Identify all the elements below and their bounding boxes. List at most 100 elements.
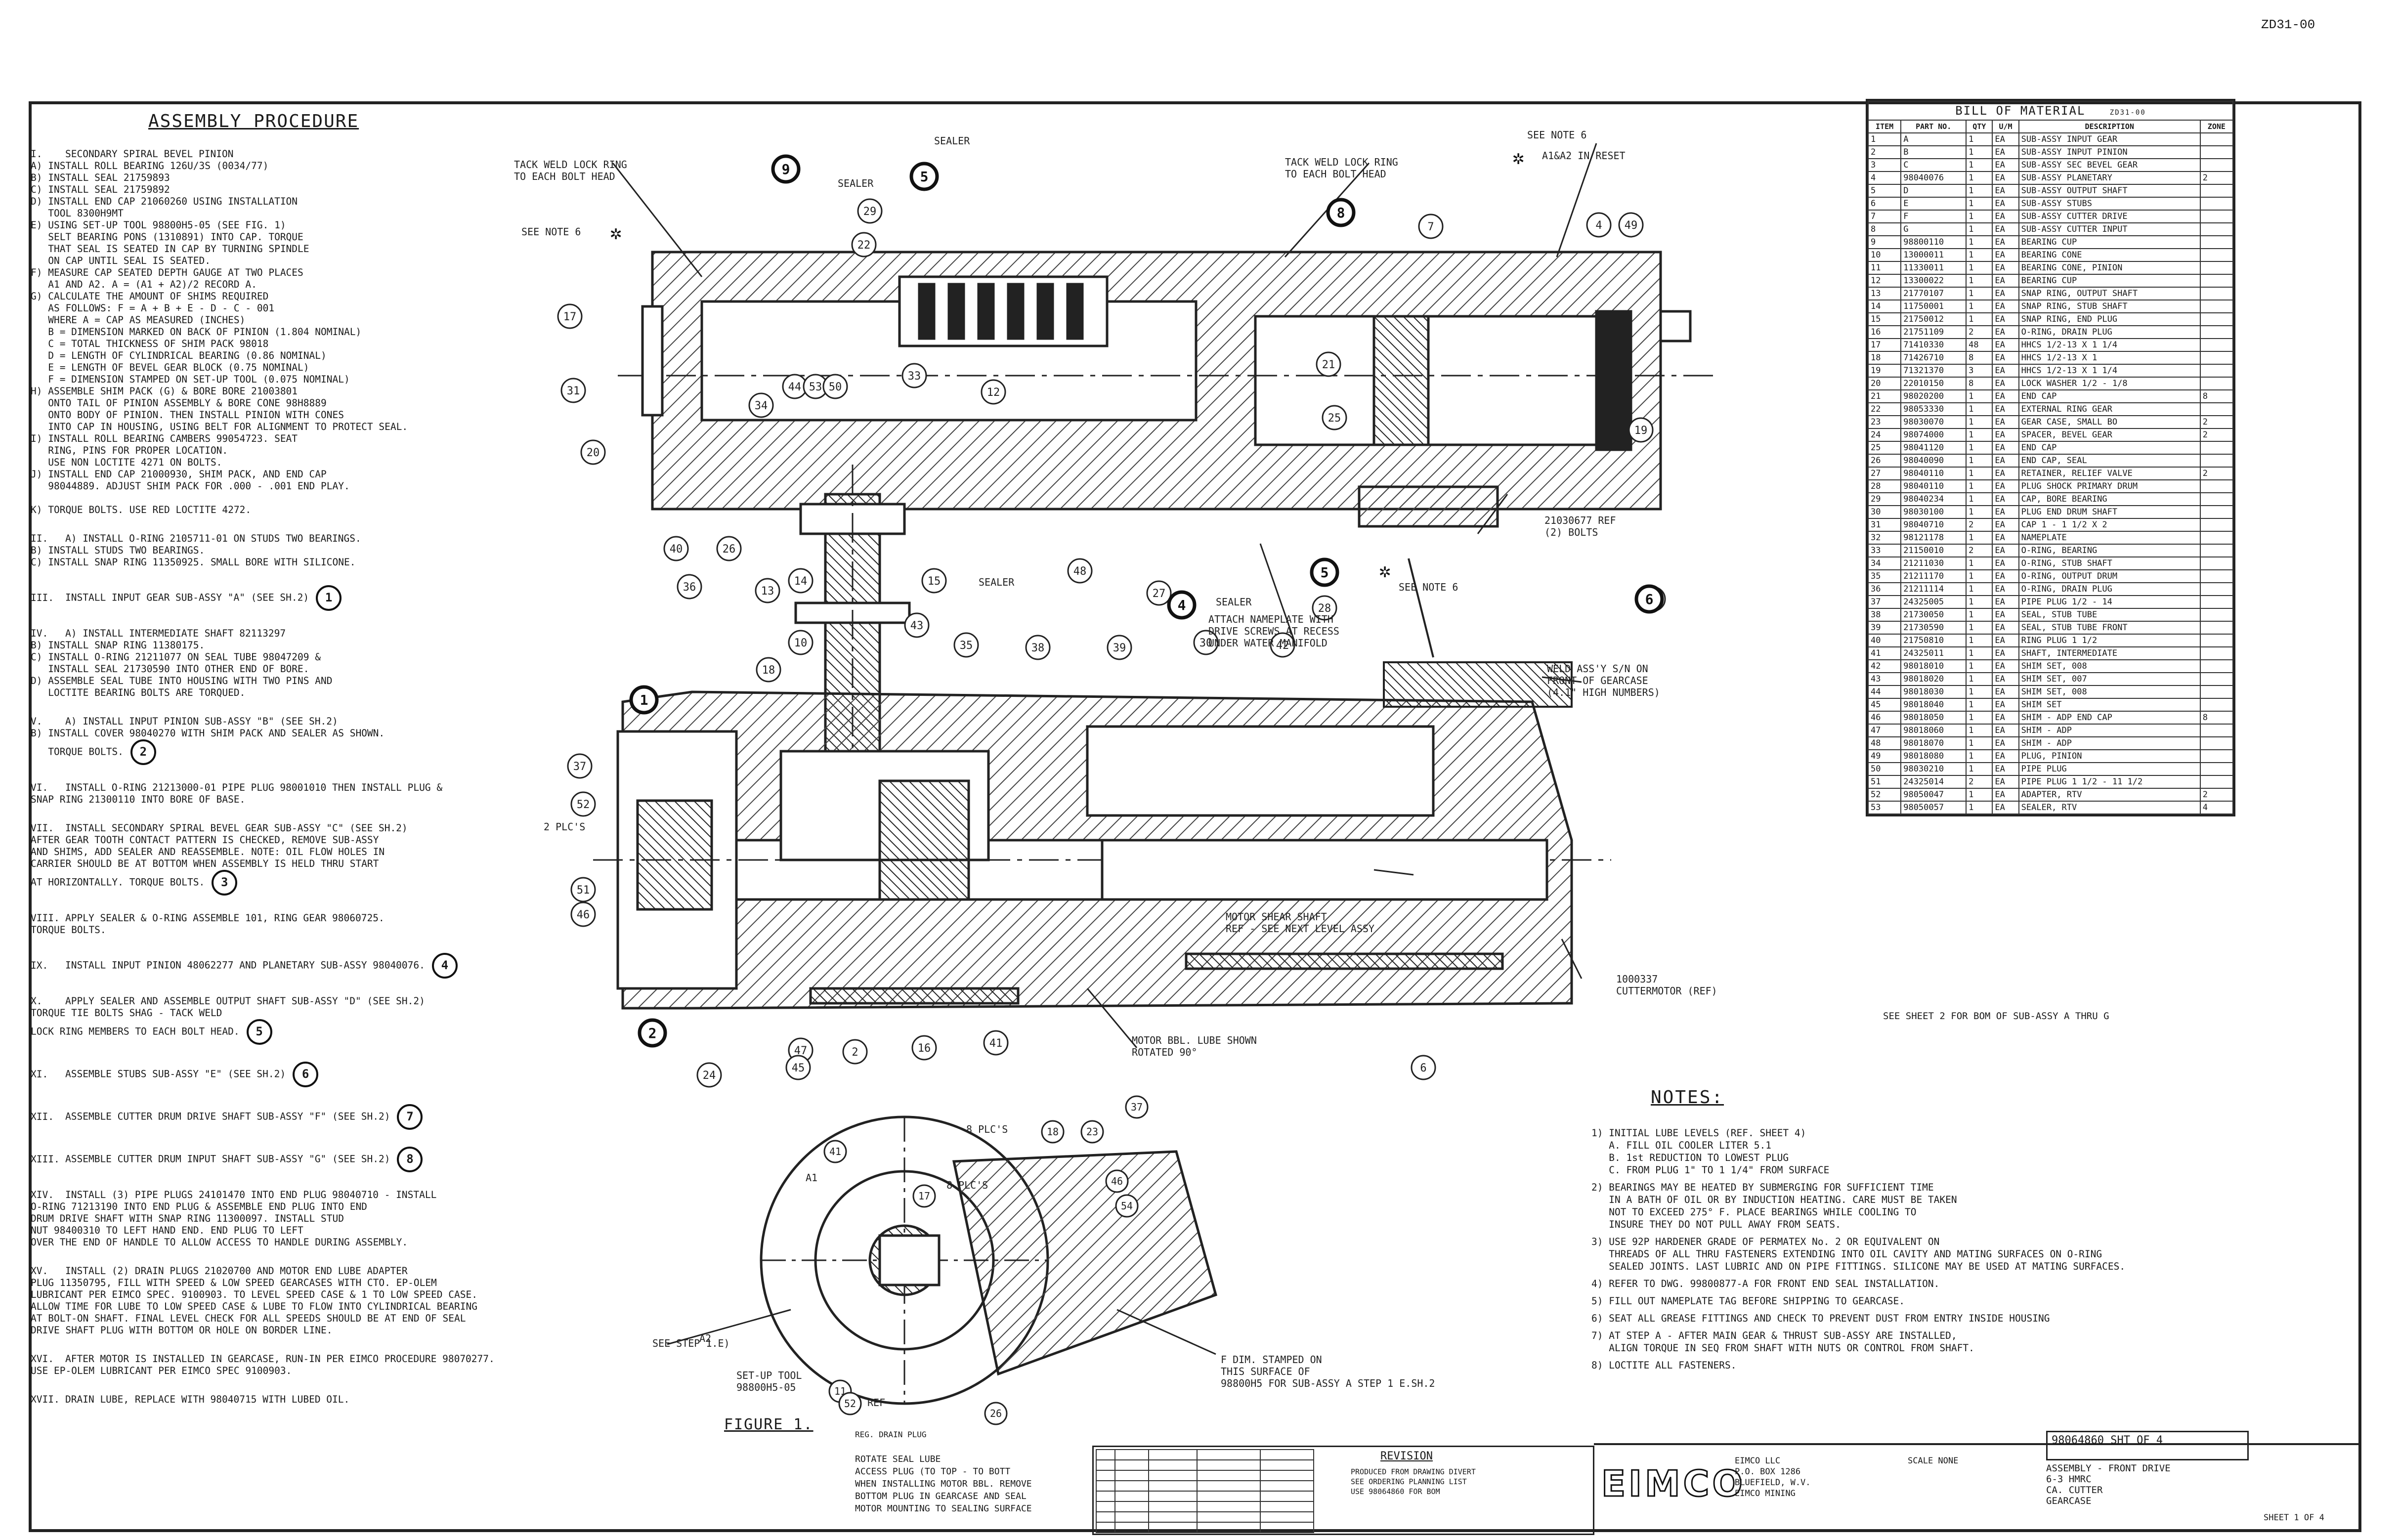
bom-cell: EA	[1992, 788, 2019, 802]
revision-table	[1096, 1449, 1314, 1533]
bom-cell: PIPE PLUG 1/2 - 14	[2018, 595, 2201, 609]
figure-balloon: 46	[1105, 1169, 1129, 1193]
revision-cell	[1260, 1449, 1314, 1460]
balloon-circle	[748, 392, 774, 418]
step-number: I.	[31, 148, 43, 160]
bom-cell: EA	[1992, 582, 2019, 596]
revision-cell	[1260, 1470, 1314, 1481]
balloon-label: 15	[928, 575, 941, 588]
part-balloon: 2	[842, 1039, 868, 1065]
bom-cell: 48	[1966, 338, 1993, 352]
bom-cell: 2	[2199, 467, 2234, 480]
bom-cell: 8	[2199, 711, 2234, 725]
bom-cell: SHIM SET, 008	[2018, 685, 2201, 699]
bom-cell: EA	[1992, 441, 2019, 455]
balloon-label: 45	[792, 1062, 805, 1074]
bom-cell: PIPE PLUG	[2018, 762, 2201, 776]
bom-cell: 2	[1966, 775, 1993, 789]
bom-cell: SUB-ASSY STUBS	[2018, 197, 2201, 211]
bom-cell: 1	[1966, 685, 1993, 699]
balloon-circle	[756, 657, 781, 683]
bom-cell: HHCS 1/2-13 X 1 1/4	[2018, 364, 2201, 378]
bom-cell: 46	[1867, 711, 1902, 725]
revision-cell	[1148, 1480, 1198, 1492]
bom-cell: 16	[1867, 325, 1902, 339]
bom-cell: EA	[1992, 569, 2019, 583]
bom-cell: 17	[1867, 338, 1902, 352]
balloon-label: 46	[1111, 1175, 1123, 1187]
bom-cell: 33	[1867, 544, 1902, 557]
step-number: XVII.	[31, 1394, 60, 1405]
bom-cell	[2199, 210, 2234, 223]
balloon-label: 13	[761, 585, 774, 598]
svg-text:6: 6	[1645, 591, 1654, 607]
figure-title: FIGURE 1.	[724, 1416, 814, 1433]
part-balloon: 20	[580, 439, 606, 465]
balloon-circle	[983, 1030, 1009, 1056]
svg-text:9: 9	[782, 161, 790, 177]
bom-cell: 40	[1867, 634, 1902, 647]
revision-cell	[1096, 1522, 1115, 1533]
procedure-step: XIV.INSTALL (3) PIPE PLUGS 24101470 INTO…	[31, 1189, 535, 1248]
bom-cell: SUB-ASSY PLANETARY	[2018, 171, 2201, 185]
step-text: APPLY SEALER & O-RING ASSEMBLE 101, RING…	[31, 912, 385, 936]
bom-cell	[2199, 274, 2234, 288]
revision-cell	[1148, 1522, 1198, 1533]
bom-cell: PLUG END DRUM SHAFT	[2018, 505, 2201, 519]
bom-cell: 98030070	[1900, 415, 1967, 429]
revision-cell	[1197, 1470, 1261, 1481]
bom-cell: 42	[1867, 659, 1902, 673]
balloon-label: 14	[794, 575, 808, 588]
bom-cell: EA	[1992, 312, 2019, 326]
sealer-label-2: SEALER	[838, 177, 874, 189]
part-balloon: 38	[1025, 635, 1051, 660]
bom-cell: EA	[1992, 325, 2019, 339]
balloon-circle	[842, 1039, 868, 1065]
bom-cell: 34	[1867, 556, 1902, 570]
step-circle: 7	[397, 1104, 423, 1130]
revision-cell	[1114, 1491, 1149, 1502]
bom-cell: SEAL, STUB TUBE	[2018, 608, 2201, 622]
revision-cell	[1197, 1501, 1261, 1512]
bom-cell: 22010150	[1900, 377, 1967, 390]
bom-cell: 98040110	[1900, 479, 1967, 493]
revision-row	[1096, 1449, 1314, 1460]
title-block	[1594, 1443, 2360, 1534]
bom-cell: F	[1900, 210, 1967, 223]
bom-cell: LOCK WASHER 1/2 - 1/8	[2018, 377, 2201, 390]
company-logo: EIMCO	[1601, 1462, 1746, 1505]
bom-cell: EA	[1992, 531, 2019, 545]
revision-row	[1096, 1501, 1314, 1512]
bom-cell	[2199, 608, 2234, 622]
bom-cell: 98018060	[1900, 724, 1967, 737]
balloon-label: 12	[987, 386, 1000, 399]
balloon-label: 24	[703, 1069, 716, 1082]
svg-text:1: 1	[640, 692, 648, 708]
balloon-circle	[823, 1140, 847, 1163]
balloon-label: 52	[577, 799, 590, 811]
bom-cell	[2199, 325, 2234, 339]
revision-cell	[1148, 1459, 1198, 1471]
bom-cell	[2199, 248, 2234, 262]
procedure-step: VI.INSTALL O-RING 21213000-01 PIPE PLUG …	[31, 782, 535, 806]
bom-cell	[2199, 479, 2234, 493]
bom-cell: 24325005	[1900, 595, 1967, 609]
bom-cell: EA	[1992, 132, 2019, 146]
bom-cell: PLUG, PINION	[2018, 749, 2201, 763]
bom-column-header: U/M	[1992, 120, 2019, 133]
step-number: II.	[31, 533, 48, 544]
balloon-circle	[822, 374, 848, 399]
notes-title: NOTES:	[1651, 1087, 1724, 1108]
part-balloon: 21	[1316, 351, 1341, 377]
bom-cell	[2199, 659, 2234, 673]
bom-title: BILL OF MATERIAL ZD31-00	[1868, 101, 2233, 121]
bom-cell: EA	[1992, 479, 2019, 493]
